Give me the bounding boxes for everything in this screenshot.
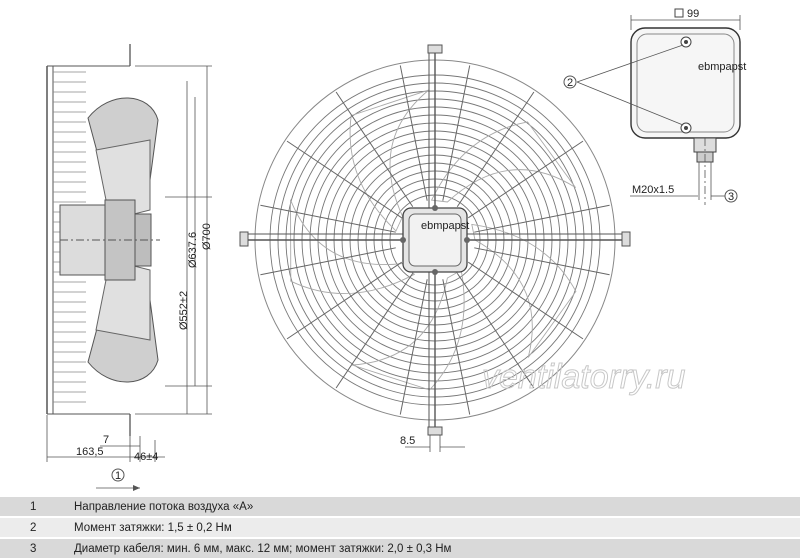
fan-side-view	[46, 44, 160, 436]
dim-d552: Ø552±2	[178, 291, 190, 330]
dim-7: 7	[103, 434, 109, 446]
legend-number: 1	[30, 500, 37, 513]
dim-99: 99	[687, 8, 699, 20]
legend-text: Момент затяжки: 1,5 ± 0,2 Нм	[74, 521, 232, 534]
hub-brand: ebmpapst	[421, 220, 469, 232]
legend-row: 3 Диаметр кабеля: мин. 6 мм, макс. 12 мм;…	[0, 539, 800, 558]
technical-drawing: Ø637.6 Ø700 Ø552±2 7 163,5 46±4 1	[46, 8, 746, 491]
dim-163: 163,5	[76, 446, 104, 458]
dim-d637: Ø637.6	[187, 232, 199, 268]
dim-m20: M20x1.5	[632, 184, 674, 196]
box-brand: ebmpapst	[698, 61, 746, 73]
callout-1: 1	[115, 470, 121, 482]
fan-front-view: ebmpapst 8.5	[239, 44, 631, 452]
legend-table: 1 Направление потока воздуха «А» 2 Момент з…	[0, 497, 800, 558]
dim-46: 46±4	[134, 451, 158, 463]
terminal-box: 99 ebmpapst 2 M20x1.5 3	[563, 8, 746, 205]
watermark: ventilatorry.ru	[482, 358, 686, 396]
legend-number: 3	[30, 542, 37, 555]
callout-2: 2	[567, 77, 573, 89]
legend-text: Направление потока воздуха «А»	[74, 500, 254, 513]
callout-3: 3	[728, 191, 734, 203]
legend-row: 1 Направление потока воздуха «А»	[0, 497, 800, 516]
dim-d700: Ø700	[201, 223, 213, 250]
side-dimensions: Ø637.6 Ø700 Ø552±2 7 163,5 46±4 1	[46, 65, 213, 491]
legend-text: Диаметр кабеля: мин. 6 мм, макс. 12 мм; …	[74, 542, 452, 555]
dim-8-5: 8.5	[400, 435, 415, 447]
legend-number: 2	[30, 521, 37, 534]
legend-row: 2 Момент затяжки: 1,5 ± 0,2 Нм	[0, 518, 800, 537]
